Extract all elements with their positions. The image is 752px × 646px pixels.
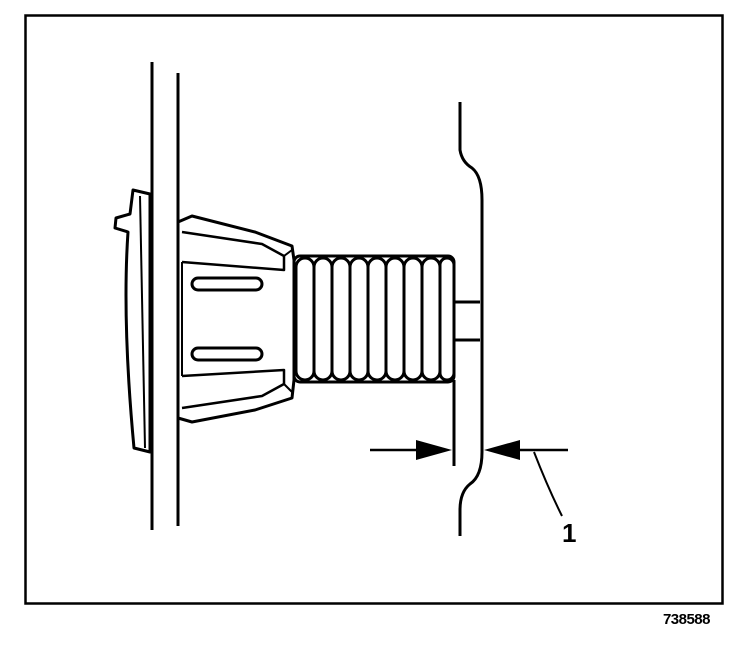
left-panel (150, 62, 180, 530)
figure-id: 738588 (662, 611, 711, 628)
right-arrowhead (484, 440, 520, 460)
clip-body (176, 214, 296, 424)
clip-pin (454, 300, 480, 342)
diagram-frame (24, 14, 724, 605)
left-arrowhead (416, 440, 452, 460)
gap-dimension (370, 440, 568, 460)
right-panel (452, 102, 484, 536)
clip-head (113, 188, 152, 454)
callout-label-1: 1 (562, 518, 576, 548)
ribbed-shank (292, 254, 456, 384)
callout-leader (533, 451, 563, 517)
